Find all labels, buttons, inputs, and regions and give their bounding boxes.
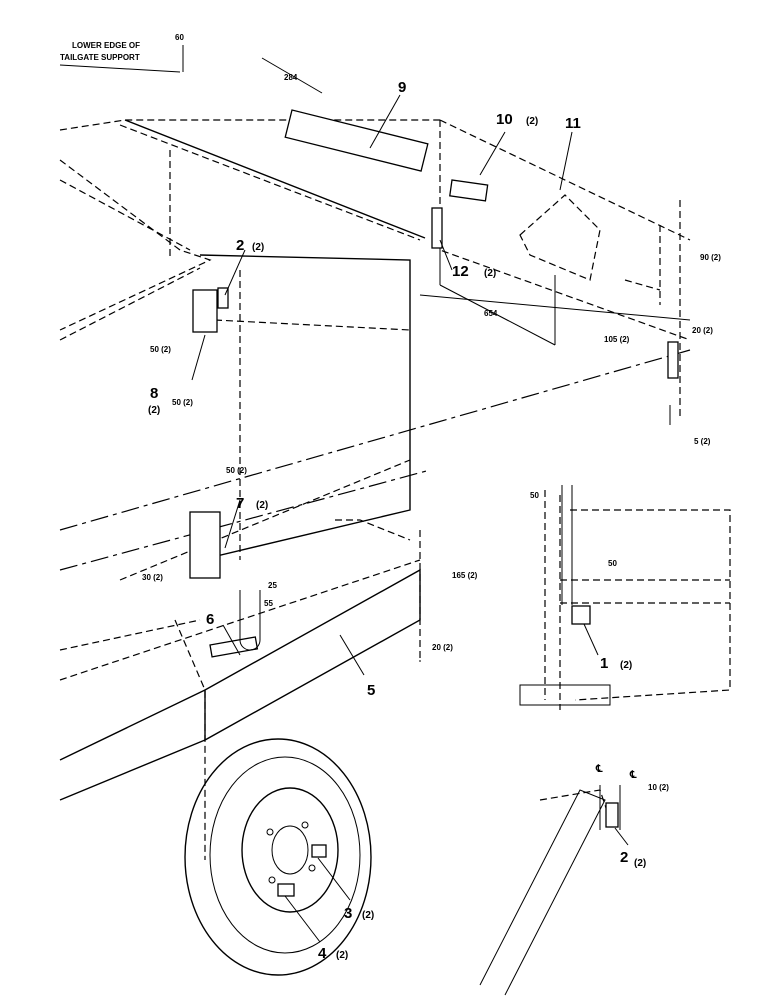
dim-90: 90 (2) (700, 253, 721, 262)
decal-7 (189, 511, 221, 579)
callout-1-qty: (2) (620, 660, 632, 671)
callout-1: 1 (600, 655, 608, 672)
callout-3: 3 (344, 905, 352, 922)
dim-55: 55 (264, 599, 273, 608)
centerline-mark-2: ℄ (629, 770, 637, 781)
decal-6 (209, 636, 259, 658)
callout-8-qty: (2) (148, 405, 160, 416)
decal-4 (277, 883, 295, 897)
callout-10: 10 (496, 111, 513, 128)
dim-25: 25 (268, 581, 277, 590)
dim-654: 654 (484, 309, 498, 318)
dim-10: 10 (2) (648, 783, 669, 792)
dim-165: 165 (2) (452, 571, 478, 580)
callout-7: 7 (236, 495, 244, 512)
callout-10-qty: (2) (526, 116, 538, 127)
callout-2-upper: 2 (236, 237, 244, 254)
dim-60: 60 (175, 33, 184, 42)
slot-25 (239, 590, 261, 651)
decal-1 (571, 605, 591, 625)
decal-2-upper (217, 287, 229, 309)
decal-9 (284, 109, 429, 172)
trailer-body (59, 119, 691, 860)
callout-12: 12 (452, 263, 469, 280)
callout-4: 4 (318, 945, 327, 962)
callout-2-upper-qty: (2) (252, 242, 264, 253)
callout-9: 9 (398, 79, 406, 96)
decal-2-lower (605, 802, 619, 828)
inset-detail-2 (479, 785, 621, 996)
dim-50-c: 50 (2) (226, 466, 247, 475)
decal-right-edge (667, 341, 679, 379)
decal-10 (449, 179, 489, 202)
dim-5: 5 (2) (694, 437, 711, 446)
dim-284: 284 (284, 73, 298, 82)
callout-6: 6 (206, 611, 214, 628)
decal-12 (431, 207, 443, 249)
callout-4-qty: (2) (336, 950, 348, 961)
dim-50-a: 50 (2) (150, 345, 171, 354)
decal-3 (311, 844, 327, 858)
leader-lines (59, 45, 671, 943)
inset-detail-1 (519, 485, 731, 710)
decal-8 (192, 289, 218, 333)
callout-2-lower-qty: (2) (634, 858, 646, 869)
callout-7-qty: (2) (256, 500, 268, 511)
callout-11: 11 (565, 115, 581, 132)
dim-inset-50-mid: 50 (608, 559, 617, 568)
dim-105: 105 (2) (604, 335, 630, 344)
dim-inset-50-top: 50 (530, 491, 539, 500)
callout-5: 5 (367, 682, 375, 699)
note-line-2: TAILGATE SUPPORT (60, 53, 140, 62)
dim-20-bottom: 20 (2) (432, 643, 453, 652)
wheel (184, 738, 372, 976)
dim-20-top: 20 (2) (692, 326, 713, 335)
centerline-mark-1: ℄ (595, 764, 603, 775)
dim-50-b: 50 (2) (172, 398, 193, 407)
dim-30: 30 (2) (142, 573, 163, 582)
callout-3-qty: (2) (362, 910, 374, 921)
callout-8: 8 (150, 385, 158, 402)
callout-12-qty: (2) (484, 268, 496, 279)
note-line-1: LOWER EDGE OF (72, 41, 140, 50)
callout-2-lower: 2 (620, 849, 628, 866)
